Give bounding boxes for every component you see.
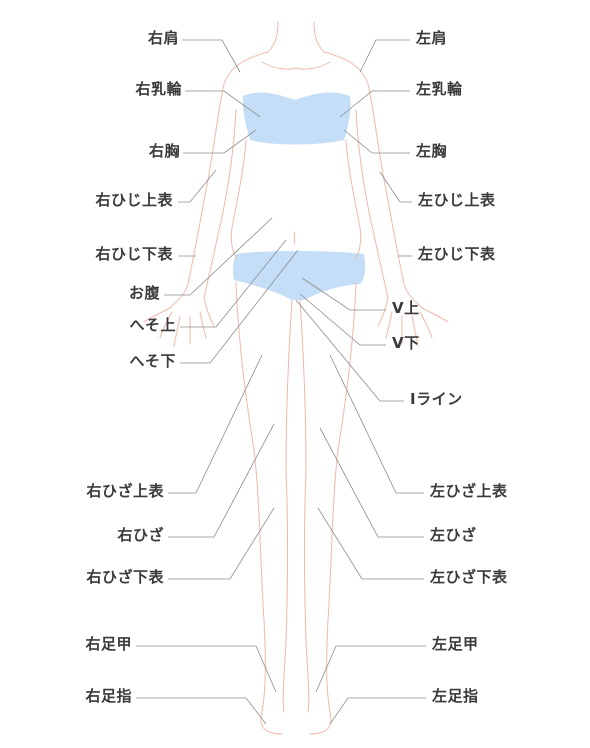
garments xyxy=(232,92,366,300)
leader-v-upper xyxy=(301,277,386,311)
label-above-navel: へそ上 xyxy=(129,316,176,334)
leader-right-upper-knee xyxy=(168,354,263,494)
leader-i-line xyxy=(295,299,404,402)
leader-right-areola xyxy=(185,90,261,118)
label-below-navel: へそ下 xyxy=(129,352,176,370)
label-left-toes: 左足指 xyxy=(432,687,479,705)
leader-left-shoulder xyxy=(359,39,410,73)
label-i-line: Iライン xyxy=(410,390,463,408)
leader-below-navel xyxy=(180,249,299,364)
label-right-upper-knee: 右ひざ上表 xyxy=(86,482,164,500)
leader-left-instep xyxy=(315,645,426,693)
label-right-toes: 右足指 xyxy=(85,687,132,705)
label-right-upper-elbow: 右ひじ上表 xyxy=(95,191,173,209)
label-left-knee: 左ひざ xyxy=(430,526,477,544)
leader-right-upper-elbow xyxy=(178,169,217,203)
label-right-lower-knee: 右ひざ下表 xyxy=(86,568,164,586)
label-left-lower-knee: 左ひざ下表 xyxy=(430,568,508,586)
leader-right-toes xyxy=(136,697,267,725)
leader-above-navel xyxy=(180,239,287,328)
label-left-shoulder: 左肩 xyxy=(416,29,448,47)
leader-left-toes xyxy=(329,697,426,725)
label-left-areola: 左乳輪 xyxy=(416,80,463,98)
bra-band xyxy=(242,92,351,145)
leader-right-knee xyxy=(168,423,275,538)
leader-belly xyxy=(164,217,273,296)
label-left-lower-elbow: 左ひじ下表 xyxy=(418,245,496,263)
leader-right-shoulder xyxy=(182,39,241,73)
leader-lines xyxy=(136,39,426,725)
leader-v-lower xyxy=(299,293,386,346)
label-right-lower-elbow: 右ひじ下表 xyxy=(95,245,173,263)
label-left-upper-knee: 左ひざ上表 xyxy=(430,482,508,500)
label-belly: お腹 xyxy=(128,284,160,302)
label-left-upper-elbow: 左ひじ上表 xyxy=(418,191,496,209)
leader-right-chest xyxy=(183,129,257,154)
leader-left-knee xyxy=(319,427,424,538)
label-right-knee: 右ひざ xyxy=(117,526,164,544)
leader-left-upper-knee xyxy=(329,354,424,494)
briefs xyxy=(232,251,366,300)
label-v-lower: V下 xyxy=(392,334,420,352)
label-left-instep: 左足甲 xyxy=(432,635,479,653)
leader-left-lower-knee xyxy=(317,507,424,580)
label-right-areola: 右乳輪 xyxy=(135,80,182,98)
label-v-upper: V上 xyxy=(392,299,420,317)
leader-right-instep xyxy=(136,645,277,693)
leader-left-areola xyxy=(339,90,410,118)
label-right-shoulder: 右肩 xyxy=(147,29,179,47)
label-right-chest: 右胸 xyxy=(148,142,180,160)
leader-left-upper-elbow xyxy=(379,171,412,203)
leader-left-chest xyxy=(343,129,410,154)
label-left-chest: 左胸 xyxy=(416,142,448,160)
label-right-instep: 右足甲 xyxy=(85,635,132,653)
leader-right-lower-knee xyxy=(168,507,275,580)
